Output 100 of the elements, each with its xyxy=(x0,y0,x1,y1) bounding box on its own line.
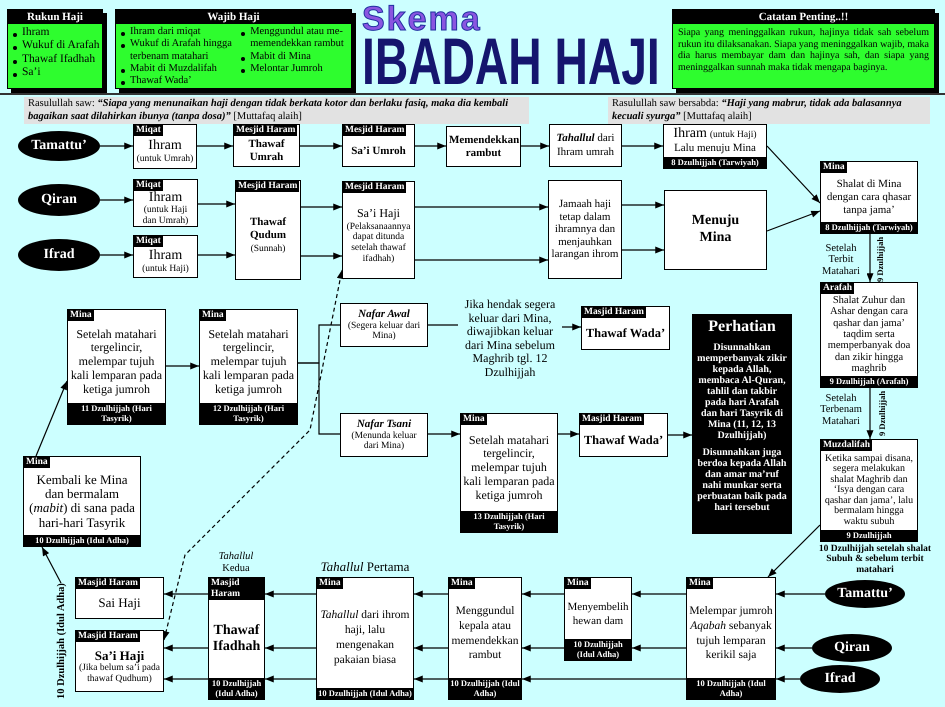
step-title: Thawaf Wada’ xyxy=(586,326,666,340)
step-text: Tahallul dari ihrom haji, lalu mengenakan pakaian biasa xyxy=(319,608,411,668)
ellipse-label: Qiran xyxy=(834,640,870,656)
ellipse-label: Qiran xyxy=(41,192,77,208)
step-text: Ketika sampai disana, segera melakukan shalat Maghrib dan ‘Isya dengan cara qashar dan jama’, lalu bermalam hingga waktu subuh xyxy=(824,454,914,527)
arrow xyxy=(622,246,664,254)
arrow xyxy=(265,676,316,682)
list-item: Melontar Jumroh xyxy=(250,62,323,76)
arrow xyxy=(766,146,820,204)
step-title: Sa’i Haji xyxy=(357,206,400,220)
arrow xyxy=(100,142,133,150)
step-text: Kembali ke Mina dan bermalam (mabit) di sana pada hari-hari Tasyrik xyxy=(28,472,136,530)
arrow xyxy=(41,546,62,584)
arrow xyxy=(558,430,579,438)
process-box xyxy=(549,124,622,167)
process-box xyxy=(67,309,166,425)
process-box xyxy=(342,124,415,167)
process-box xyxy=(548,180,622,279)
process-box xyxy=(199,309,298,425)
panel-heading: Rukun Haji xyxy=(8,10,102,24)
location-tag: Mina xyxy=(200,310,226,321)
arrow xyxy=(415,204,548,210)
arrow xyxy=(414,590,448,598)
list-item: Mabit di Mina xyxy=(250,50,311,63)
step-title: Thawaf Wada’ xyxy=(584,434,664,448)
date-bar: 10 Dzulhijjah (Idul Adha) xyxy=(317,688,413,699)
step-title: Ihram xyxy=(148,139,182,154)
process-box xyxy=(686,577,776,700)
location-tag: Muzdalifah xyxy=(821,440,872,451)
step-title: Thawaf Umrah xyxy=(247,138,286,164)
list-item: Wukuf di Arafah hingga terbenam matahari xyxy=(130,38,233,63)
process-box xyxy=(820,282,918,388)
list-item: Sa’i xyxy=(22,66,41,80)
step-note: (untuk Haji) xyxy=(142,264,189,275)
connector-line xyxy=(428,324,458,326)
note-paragraph: Siapa yang meninggalkan rukun, hajinya tidak sah sebelum rukun itu dilaksanakan. Siapa yang meninggalkan wajib, maka dia harus membayar dam dan hajinya sah, dan siapa yang meninggalkan sunnah maka tidak mengapa baginya. xyxy=(677,26,930,75)
location-tag: Mina xyxy=(687,578,713,589)
notice-heading: Perhatian xyxy=(708,317,776,336)
step-title: Thawaf Ifadhah xyxy=(212,622,262,656)
diagram-title: IBADAH HAJI xyxy=(362,37,660,86)
location-tag: Mina xyxy=(461,414,487,425)
note-text: Jika hendak segera keluar dari Mina, diwajibkan keluar dari Mina sebelum Maghrib tgl. 12 Dzulhijjah xyxy=(458,298,562,382)
step-title: Menuju Mina xyxy=(690,213,740,247)
date-bar: 10 Dzulhijjah (Idul Adha) xyxy=(24,534,140,546)
arrow xyxy=(100,196,133,204)
location-tag: Miqat xyxy=(134,125,163,136)
panel-heading: Wajib Haji xyxy=(116,10,351,24)
arrow xyxy=(166,362,199,370)
date-bar: 10 Dzulhijjah (Idul Adha) xyxy=(449,678,521,699)
process-box xyxy=(133,124,197,169)
process-box xyxy=(316,577,414,700)
location-tag: Mina xyxy=(449,578,475,589)
location-tag: Miqat xyxy=(134,236,163,247)
arrow xyxy=(776,644,812,652)
arrow xyxy=(776,676,800,682)
arrow xyxy=(428,430,460,438)
location-tag: Masjid Haram xyxy=(582,307,646,318)
process-box xyxy=(820,161,918,234)
arrow xyxy=(522,590,564,598)
location-tag: Mina xyxy=(24,457,50,468)
process-box xyxy=(235,180,301,280)
arrow xyxy=(632,644,686,652)
step-heading: Tahallul Pertama xyxy=(320,560,410,574)
arrow xyxy=(766,210,820,232)
step-note: (untuk Umrah) xyxy=(136,154,194,165)
arrow xyxy=(776,590,825,598)
arrow xyxy=(622,202,664,208)
location-tag: Mesjid Haram xyxy=(343,125,406,136)
arrow xyxy=(522,676,686,682)
step-text: Lalu menuju Mina xyxy=(674,142,756,154)
list-item: Ihram dari miqat xyxy=(130,26,201,38)
arrow xyxy=(164,590,208,598)
step-text: Setelah matahari tergelincir, melempar tujuh kali lemparan pada ketiga jumroh xyxy=(202,328,295,396)
step-note: (Jika belum sa’i pada thawaf Qudhum) xyxy=(78,663,161,684)
arrow xyxy=(301,252,342,260)
arrow xyxy=(164,644,208,652)
process-box xyxy=(663,124,767,169)
step-text: Menyembelih hewan dam xyxy=(567,600,629,628)
location-tag: Masjid Haram xyxy=(76,578,140,589)
process-box xyxy=(233,124,300,167)
info-panel xyxy=(115,9,356,93)
connector-line xyxy=(298,362,340,435)
step-note: (Menunda keluar dari Mina) xyxy=(350,430,418,452)
ellipse-label: Tamattu’ xyxy=(837,586,893,602)
list-item: Menggundul atau me-memendekkan rambut xyxy=(250,26,345,51)
arrow xyxy=(522,644,564,652)
process-box xyxy=(446,126,521,167)
hadith-quote: Rasulullah saw bersabda: “Haji yang mabrur, tidak ada balasannya kecuali syurga” [Muttafaq alaih] xyxy=(608,97,930,124)
step-title: Thawaf Qudum xyxy=(248,216,288,242)
step-text: Jamaah haji tetap dalam ihramnya dan menjauhkan larangan ihrom xyxy=(551,198,619,262)
step-text: Menggundul kepala atau memendekkan rambut xyxy=(451,604,519,664)
step-title: Nafar Awal xyxy=(358,308,410,321)
arrow xyxy=(100,252,133,258)
arrow xyxy=(415,256,548,264)
date-label: 9 Dzulhijjah xyxy=(874,237,886,282)
process-box xyxy=(564,577,632,661)
arrow xyxy=(300,142,342,150)
arrow xyxy=(265,590,316,598)
location-tag: Mina xyxy=(565,578,591,589)
process-box xyxy=(820,439,918,542)
